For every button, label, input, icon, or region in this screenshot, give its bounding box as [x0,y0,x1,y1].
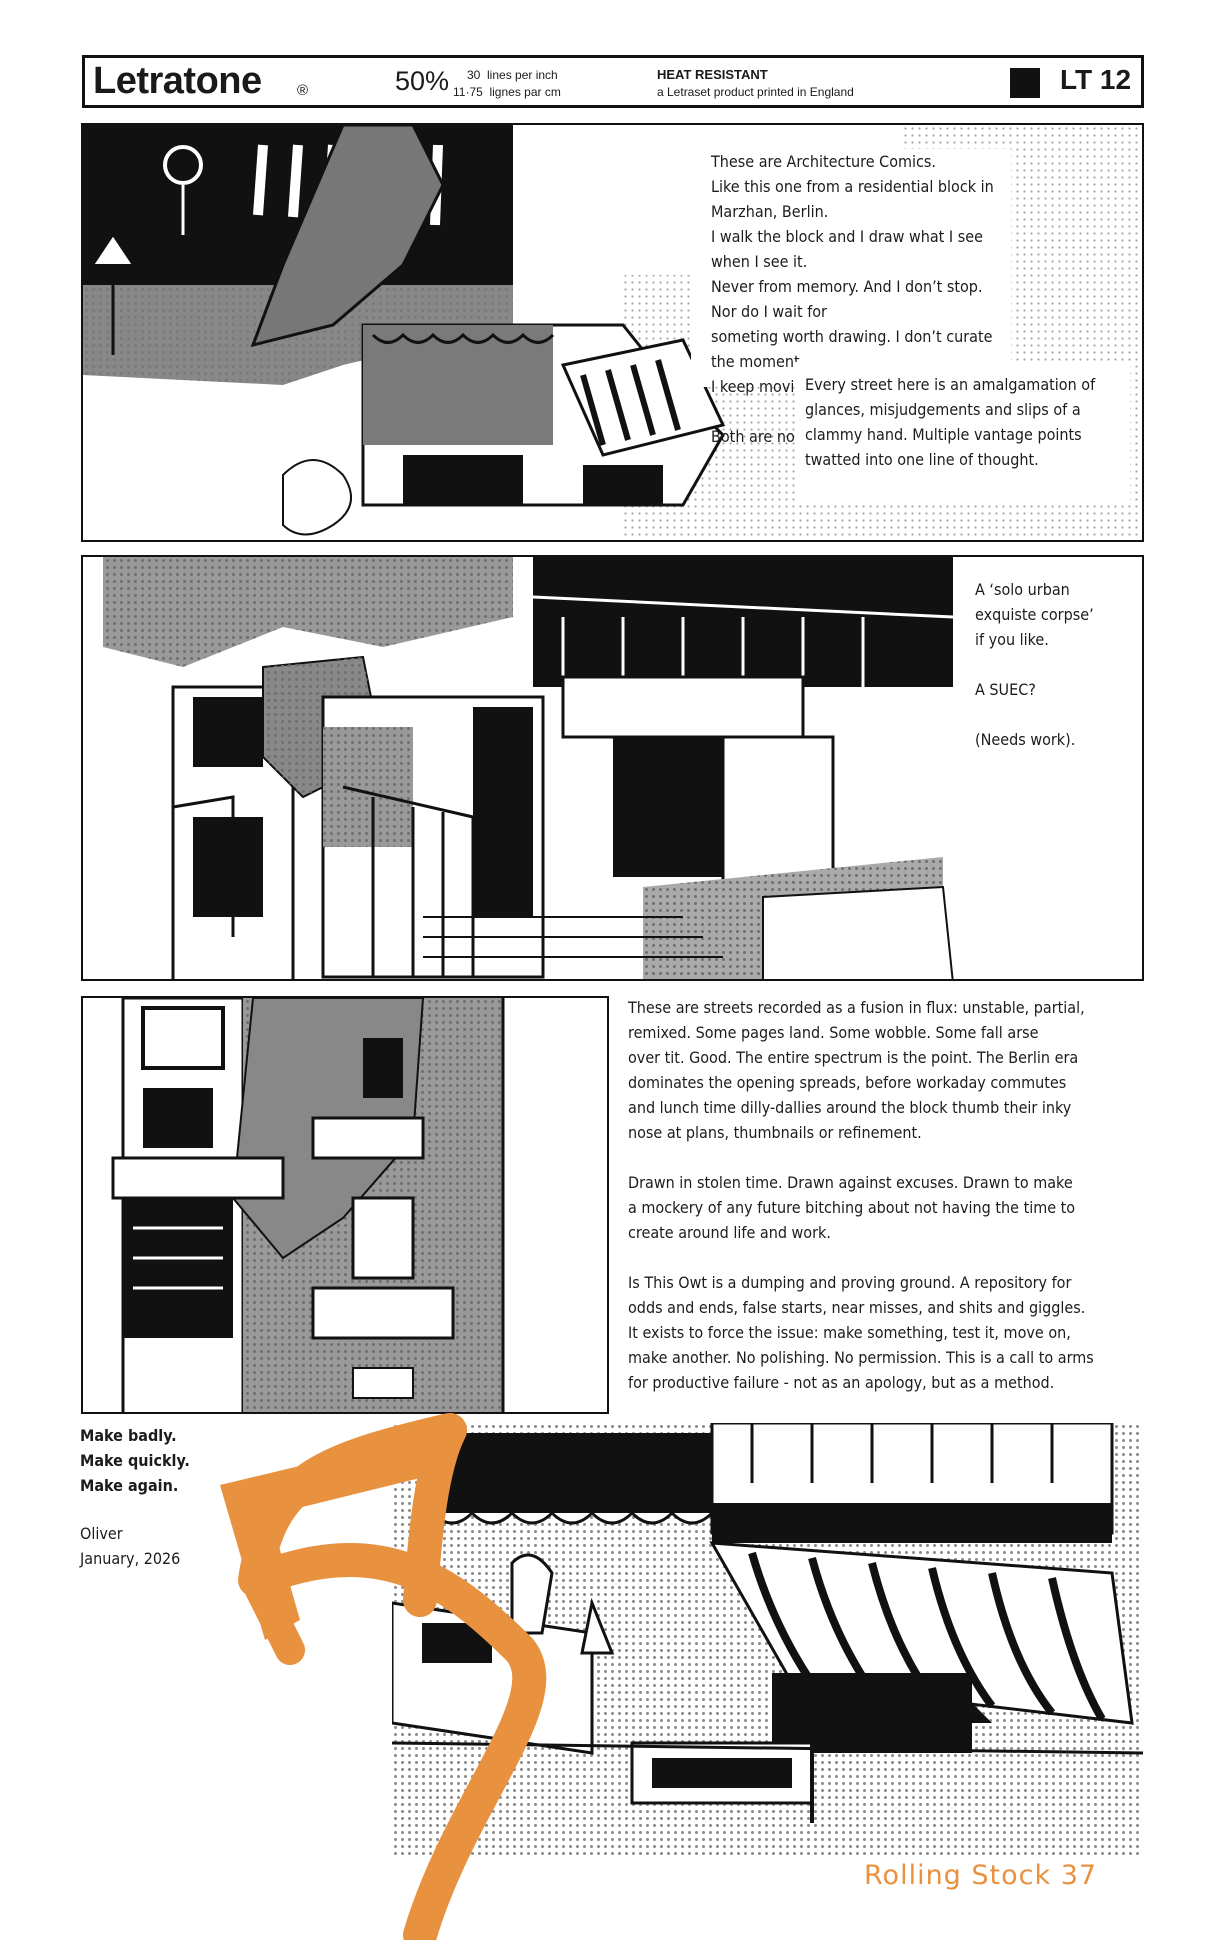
exquisite-corpse-note: A ‘solo urban exquiste corpse’ if you li… [975,577,1125,752]
comic-panel-1: These are Architecture Comics. Like this… [81,123,1144,542]
black-swatch-icon [1010,68,1040,98]
stolen-time-line: Drawn in stolen time. Drawn against excu… [628,1173,1073,1192]
comic-panel-3 [81,996,609,1414]
lines-per-inch: 30 lines per inch [467,68,558,82]
awning-street-drawing [392,1423,1143,1823]
needs-work-line: (Needs work). [975,730,1076,749]
corpse-line: A ‘solo urban [975,580,1070,599]
sign-date: January, 2026 [80,1549,181,1568]
intro-line: someting worth drawing. I don’t curate t… [711,327,993,371]
corpse-line: exquiste corpse’ [975,605,1094,624]
amalgamation-line: Every street here is an amalgamation of [805,375,1096,394]
fusion-line: remixed. Some pages land. Some wobble. S… [628,1023,1039,1042]
author-name: Oliver [80,1524,123,1543]
repository-line: for productive failure - not as an apolo… [628,1373,1055,1392]
brand-name: Letratone [93,60,262,102]
panel2-illustration [103,557,954,979]
amalgamation-line: glances, misjudgements and slips of a [805,400,1081,419]
repository-line: make another. No polishing. No permissio… [628,1348,1094,1367]
corpse-line: if you like. [975,630,1049,649]
suec-line: A SUEC? [975,680,1036,699]
intro-text-block: These are Architecture Comics. Like this… [691,149,1011,446]
fusion-line: nose at plans, thumbnails or refinement. [628,1123,922,1142]
fusion-line: dominates the opening spreads, before wo… [628,1073,1067,1092]
page-label: Rolling Stock 37 [864,1860,1098,1891]
intro-line: I walk the block and I draw what I see w… [711,227,983,271]
letratone-header: Letratone ® 50% 30 lines per inch 11·75 … [82,55,1144,108]
heat-resistant-label: HEAT RESISTANT [657,67,768,82]
repository-line: odds and ends, false starts, near misses… [628,1298,1086,1317]
signature-block: Oliver January, 2026 [80,1521,230,1571]
lines-per-cm: 11·75 lignes par cm [453,85,561,99]
stolen-time-line: a mockery of any future bitching about n… [628,1198,1076,1217]
repository-line: It exists to force the issue: make somet… [628,1323,1071,1342]
amalgamation-line: twatted into one line of thought. [805,450,1039,469]
make-manifesto: Make badly. Make quickly. Make again. [80,1423,220,1498]
letraset-note: a Letraset product printed in England [657,85,854,99]
fusion-line: These are streets recorded as a fusion i… [628,998,1085,1017]
amalgamation-text-block: Every street here is an amalgamation of … [795,362,1130,502]
tone-percent: 50% [395,66,450,96]
intro-line: Like this one from a residential block i… [711,177,994,221]
intro-line: These are Architecture Comics. [711,152,936,171]
repository-line: Is This Owt is a dumping and proving gro… [628,1273,1072,1292]
bottom-illustration [392,1423,1143,1857]
fusion-line: and lunch time dilly-dallies around the … [628,1098,1072,1117]
fusion-line: over tit. Good. The entire spectrum is t… [628,1048,1079,1067]
fusion-text-block: These are streets recorded as a fusion i… [628,995,1128,1395]
amalgamation-line: clammy hand. Multiple vantage points [805,425,1082,444]
stolen-time-line: create around life and work. [628,1223,831,1242]
manifesto-line: Make quickly. [80,1451,190,1470]
comic-panel-2: A ‘solo urban exquiste corpse’ if you li… [81,555,1144,981]
manifesto-line: Make badly. [80,1426,177,1445]
manifesto-line: Make again. [80,1476,179,1495]
registered-mark: ® [297,82,309,99]
product-code: LT 12 [1060,64,1132,95]
intro-line: Never from memory. And I don’t stop. Nor… [711,277,983,321]
panel3-illustration [111,998,505,1412]
